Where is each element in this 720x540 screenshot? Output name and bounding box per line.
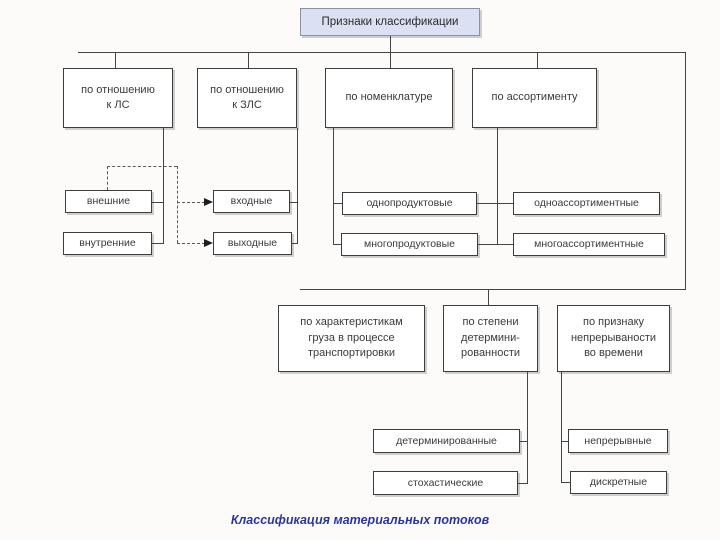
category-relation-to-ls: по отношению к ЛС (63, 68, 173, 128)
connector (685, 52, 686, 290)
connector (488, 289, 489, 305)
connector (518, 483, 527, 484)
connector (478, 244, 513, 245)
connector (292, 243, 297, 244)
category-assortment: по ассортименту (472, 68, 597, 128)
leaf-multi-product: многопродуктовые (341, 233, 478, 256)
connector (297, 128, 298, 244)
connector (561, 441, 568, 442)
connector (163, 128, 164, 244)
leaf-stochastic: стохастические (373, 471, 518, 495)
connector (333, 203, 342, 204)
diagram-caption: Классификация материальных потоков (230, 513, 490, 527)
leaf-single-assortment: одноассортиментные (513, 192, 660, 215)
connector (78, 52, 686, 53)
connector (520, 441, 527, 442)
connector (333, 244, 341, 245)
connector (537, 52, 538, 68)
category-determinism-degree: по степени детермини- рованности (443, 305, 538, 372)
connector (248, 52, 249, 68)
leaf-multi-assortment: многоассортиментные (513, 233, 665, 256)
category-nomenclature: по номенклатуре (325, 68, 453, 128)
dashed-connector (107, 166, 108, 190)
category-relation-to-zls: по отношению к ЗЛС (197, 68, 297, 128)
connector (300, 289, 686, 290)
dashed-connector (107, 166, 177, 167)
connector (497, 128, 498, 245)
leaf-output: выходные (213, 232, 292, 255)
diagram-title: Признаки классификации (300, 8, 480, 36)
connector (390, 36, 391, 52)
dashed-connector (177, 166, 178, 243)
connector (290, 202, 297, 203)
leaf-single-product: однопродуктовые (342, 192, 477, 215)
leaf-discrete: дискретные (570, 471, 667, 494)
category-cargo-characteristics: по характеристикам груза в процессе тран… (278, 305, 425, 372)
connector (115, 52, 116, 68)
connector (561, 482, 570, 483)
dashed-connector (177, 243, 205, 244)
leaf-deterministic: детерминированные (373, 429, 520, 453)
leaf-external: внешние (65, 190, 152, 213)
connector (152, 243, 163, 244)
connector (561, 372, 562, 482)
leaf-internal: внутренние (63, 232, 152, 255)
connector (477, 203, 513, 204)
connector (333, 128, 334, 245)
dashed-connector (177, 202, 205, 203)
category-time-continuity: по признаку непрерываности во времени (557, 305, 670, 372)
connector (152, 202, 163, 203)
connector (527, 372, 528, 484)
arrow-right-icon (204, 198, 213, 206)
connector (390, 52, 391, 68)
arrow-right-icon (204, 239, 213, 247)
leaf-input: входные (213, 190, 290, 213)
leaf-continuous: непрерывные (568, 429, 668, 453)
